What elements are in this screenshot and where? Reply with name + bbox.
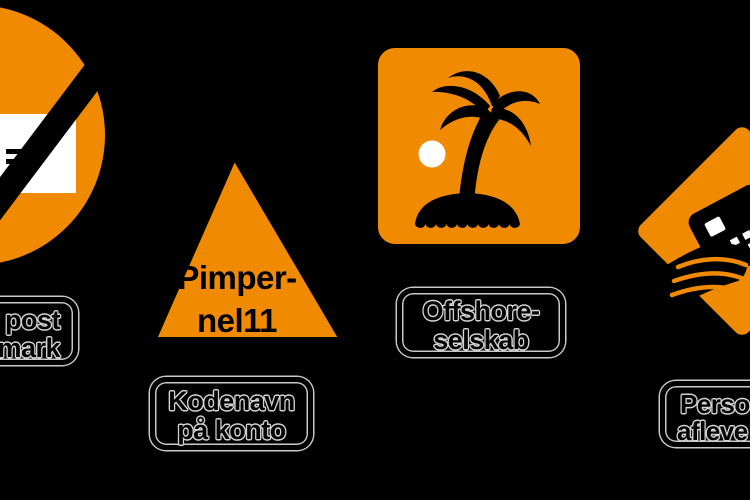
palm-island-icon [415,71,540,228]
palm-frond [492,91,540,116]
offshore-sign [365,35,593,257]
sun-icon [418,140,446,168]
warning-triangle-sign [125,121,373,363]
hand-card-label: Perso afleve [660,381,750,447]
finger-separation [669,284,750,300]
warning-triangle-shape [125,121,373,363]
palm-frond [440,105,488,130]
codename-line: Pimper- [177,259,297,296]
label-line: på konto [177,415,286,445]
label-line: Perso [680,389,750,419]
hand-icon [620,241,748,328]
finger-separation [675,256,749,270]
label-line: nmark [0,333,61,363]
label-line: Kodenavn [168,386,295,416]
palm-frond [448,71,500,106]
codename-line: nel11 [196,302,278,339]
label-line: afleve [677,416,748,446]
hand-credit-card-icon [620,185,750,328]
label-line: n post [0,305,61,335]
finger-separation [671,271,750,284]
palm-trunk [458,108,499,216]
label-line: selskab [433,325,529,355]
offshore-label: Offshore- selskab [397,288,565,357]
codename-text: Pimper- nel11 [152,256,322,342]
no-mail-label: n post nmark [0,297,78,365]
label-line: Offshore- [422,296,541,326]
palm-frond [490,107,531,146]
codename-label: Kodenavn på konto [150,377,313,450]
